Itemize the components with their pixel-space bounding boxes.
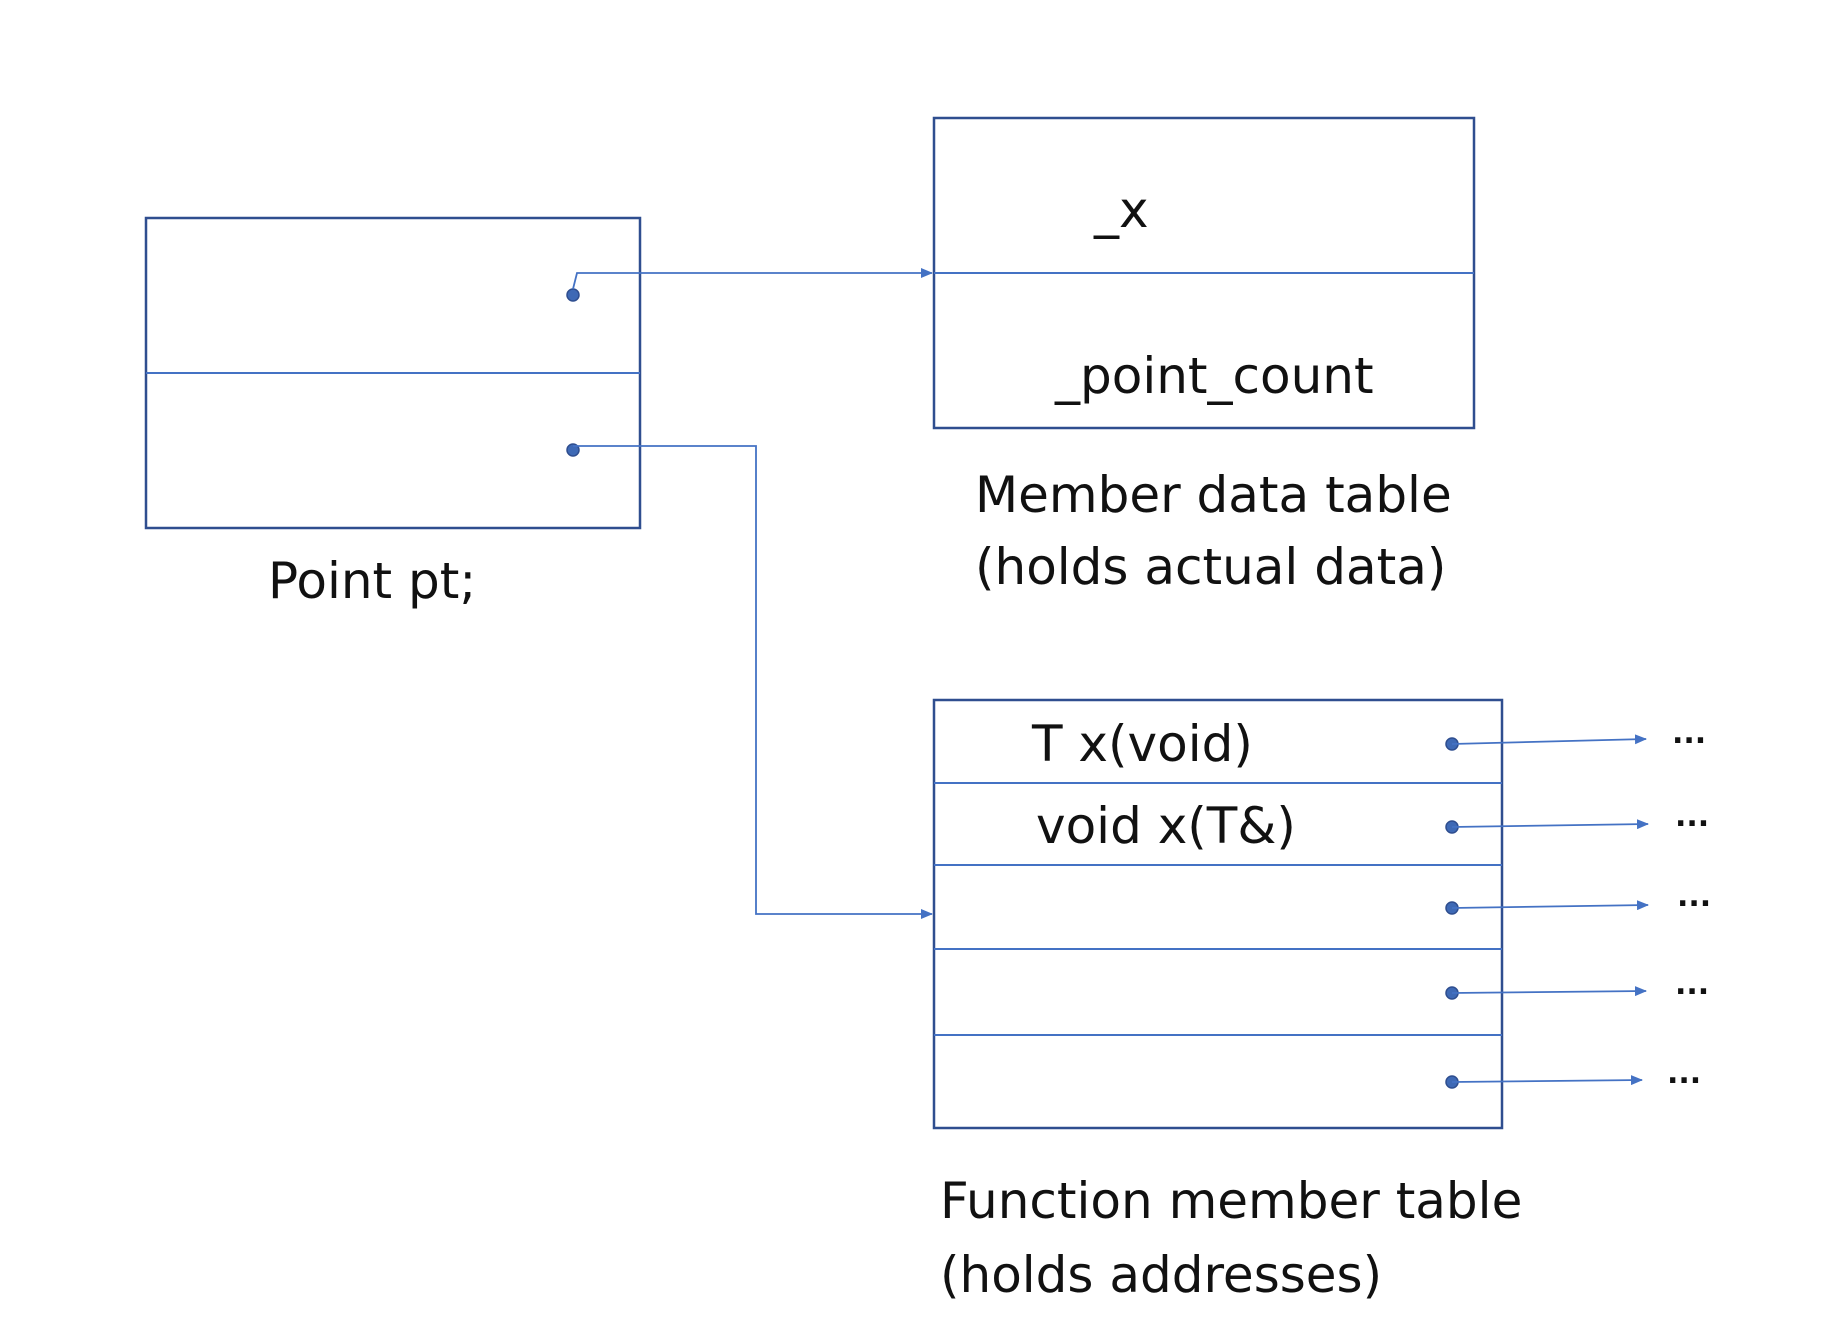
- function-member-table-caption-line2: (holds addresses): [940, 1246, 1382, 1304]
- function-table-pointer-dot: [566, 443, 580, 457]
- member-data-table-caption-line2: (holds actual data): [975, 538, 1446, 596]
- function-pointer-target-1: ...: [1672, 716, 1706, 751]
- function-member-table-frame: [932, 698, 1504, 1130]
- point-object-box: [144, 216, 642, 530]
- member-data-row-point-count: _point_count: [1054, 347, 1374, 405]
- function-row-getter: T x(void): [1031, 715, 1253, 773]
- function-address-pointers: ... ... ... ... ...: [1445, 716, 1711, 1091]
- function-pointer-arrow-5: [1451, 1075, 1643, 1086]
- function-member-table: T x(void) void x(T&): [932, 698, 1504, 1130]
- function-pointer-arrow-2: [1451, 819, 1649, 830]
- point-box-caption: Point pt;: [268, 552, 476, 610]
- arrow-to-member-data-table: [572, 268, 933, 290]
- member-data-row-x: _x: [1093, 181, 1149, 239]
- function-pointer-arrow-3: [1451, 900, 1649, 911]
- member-data-table-caption-line1: Member data table: [975, 466, 1452, 524]
- function-pointer-target-4: ...: [1675, 967, 1709, 1002]
- function-member-table-caption-line1: Function member table: [940, 1172, 1522, 1230]
- function-pointer-target-2: ...: [1675, 799, 1709, 834]
- function-row-setter: void x(T&): [1036, 797, 1296, 855]
- function-pointer-target-3: ...: [1677, 879, 1711, 914]
- arrow-to-function-member-table: [573, 445, 933, 919]
- function-pointer-target-5: ...: [1667, 1056, 1701, 1091]
- function-pointer-arrow-1: [1451, 734, 1647, 745]
- member-data-pointer-dot: [566, 288, 580, 302]
- function-pointer-arrow-4: [1451, 986, 1647, 997]
- member-data-table: _x _point_count: [932, 116, 1476, 430]
